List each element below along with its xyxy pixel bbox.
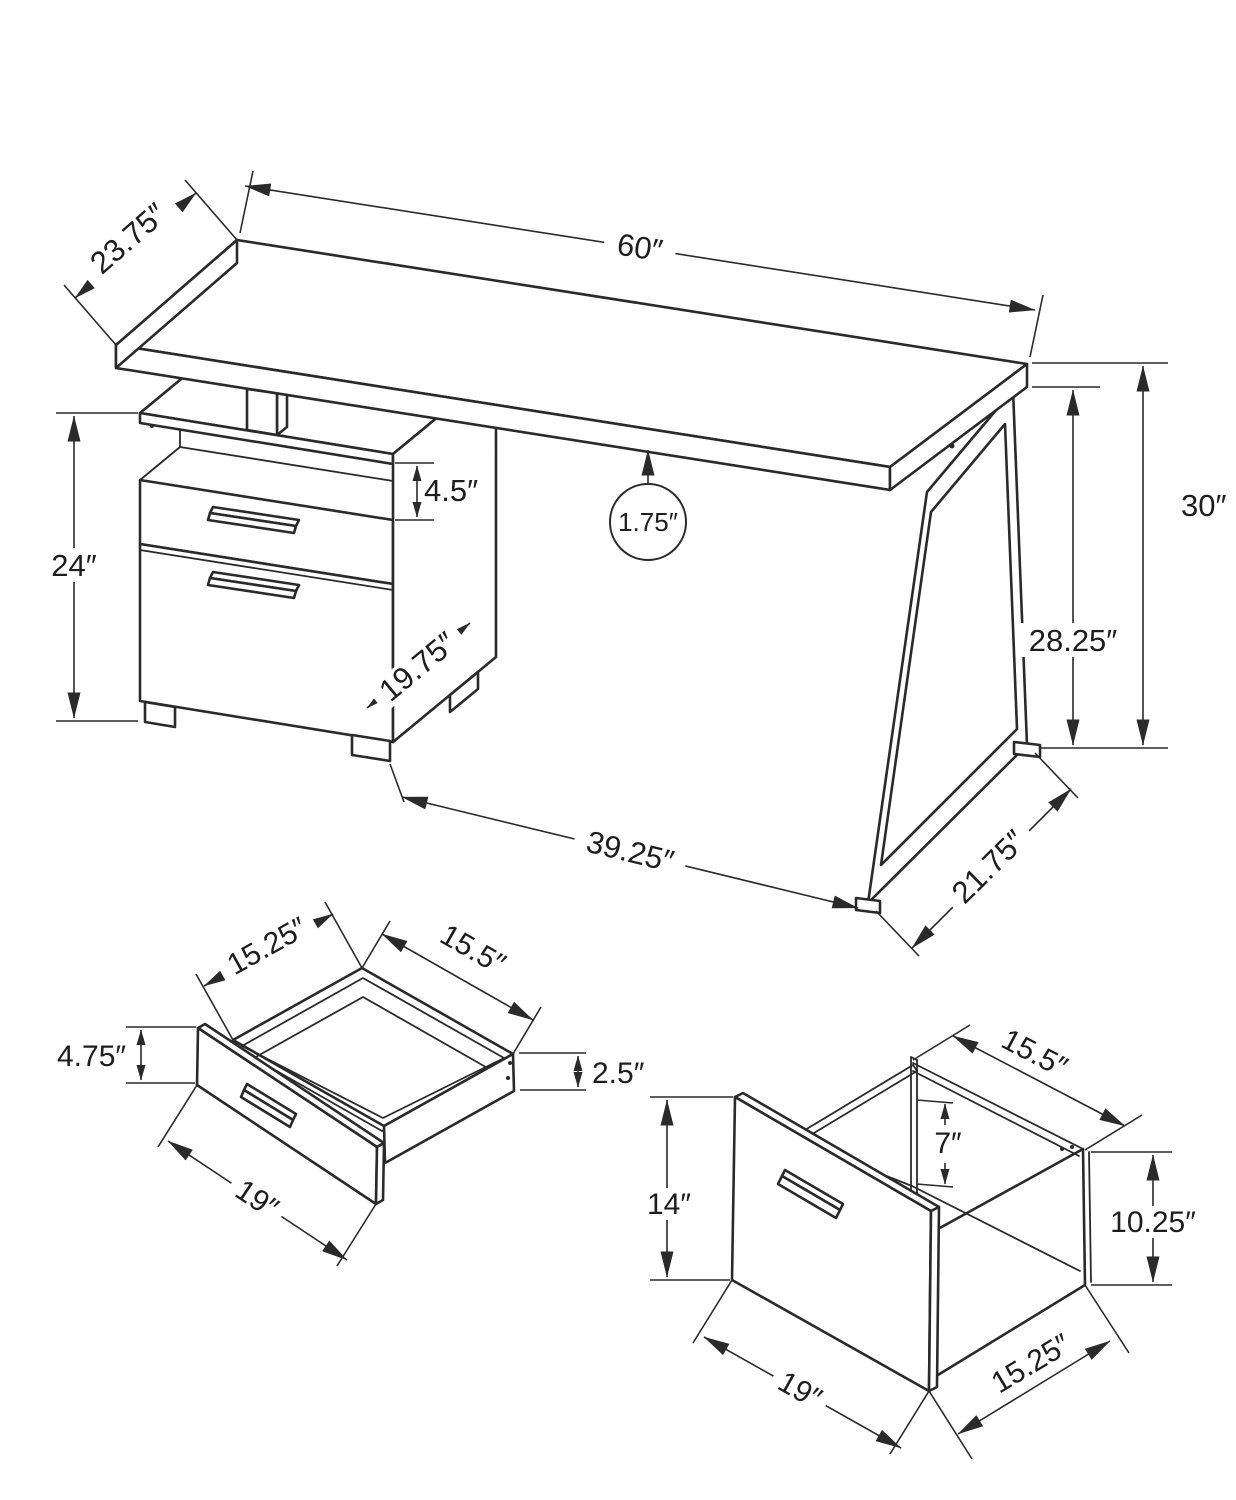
label-top-depth: 23.75″ [83,196,173,281]
dim-small-box-height: 2.5″ [519,1052,645,1091]
desktop-right-end [888,362,1029,492]
dim-top-thickness: 1.75″ [609,449,687,561]
cubby-floor-edge [139,446,181,481]
file-handle [776,1168,845,1220]
label-leg-depth: 21.75″ [945,823,1033,910]
label-open-span: 39.25″ [583,824,677,879]
drawer-handle-top [206,505,301,535]
dim-cabinet-height: 24″ [40,412,138,722]
file-right-wall-edge [1088,1151,1092,1283]
label-small-inner-depth: 15.5″ [435,918,512,981]
bracket-front [245,387,279,437]
sled-leg [854,388,1042,915]
drawer-handle-bottom [206,570,301,600]
screw-hole [506,1076,510,1080]
label-overall-height: 30″ [1181,488,1226,523]
leg-inner-frame [879,422,1019,867]
label-clearance-height: 28.25″ [1029,623,1118,658]
label-small-front-height: 4.75″ [57,1040,126,1073]
dim-clearance-height: 28.25″ [1016,386,1130,746]
dim-open-span: 39.25″ [389,763,859,909]
desk-drawing: 23.75″ 60″ 30″ 28.25″ [40,170,1226,957]
cabinet-foot-right [350,733,392,763]
file-front-panel [730,1095,933,1393]
screw-hole [949,443,955,449]
drawer-handle [239,1082,298,1129]
label-file-box-height: 10.25″ [1110,1206,1196,1239]
file-rail-cap [912,1064,918,1072]
label-top-thickness: 1.75″ [618,507,678,537]
small-drawer-drawing: 15.25″ 15.5″ 4.75″ 2.5″ [57,901,645,1267]
label-small-box-height: 2.5″ [592,1057,645,1090]
label-file-front-height: 14″ [647,1188,691,1221]
label-shelf-opening: 4.5″ [424,473,478,508]
label-file-depth: 7″ [934,1127,962,1160]
dim-overall-height: 30″ [1032,362,1226,749]
dim-file-box-height: 10.25″ [1091,1151,1203,1286]
label-file-inner-depth: 15.5″ [996,1023,1073,1084]
label-small-inner-width: 15.25″ [222,911,313,982]
desktop-left-end [114,238,239,370]
dim-file-depth: 7″ [916,1099,962,1188]
file-rail-top [799,1064,914,1134]
leg-foot-back [1012,740,1042,759]
drawer-gap-line [139,549,394,591]
screw-hole [1060,1147,1064,1151]
screw-hole [150,424,154,428]
cubby-interior [140,423,393,520]
label-top-width: 60″ [615,227,665,269]
screw-hole [508,1061,512,1065]
cubby-backwall-edge [179,446,394,482]
file-back-bottom-edge [911,1185,1081,1272]
screw-hole [1070,1145,1074,1149]
file-drawer-drawing: 15.5″ 7″ 14″ 1 [639,1023,1203,1460]
file-rail-bottom [803,1070,918,1140]
front-panel-end [374,1141,386,1206]
dim-shelf-opening: 4.5″ [395,462,478,521]
label-cabinet-height: 24″ [51,548,96,583]
dim-small-front-height: 4.75″ [57,1026,196,1084]
file-front-panel-end [927,1205,941,1393]
cabinet-foot-left [143,700,177,729]
dim-file-front-height: 14″ [639,1096,733,1281]
dim-top-width: 60″ [239,170,1044,358]
